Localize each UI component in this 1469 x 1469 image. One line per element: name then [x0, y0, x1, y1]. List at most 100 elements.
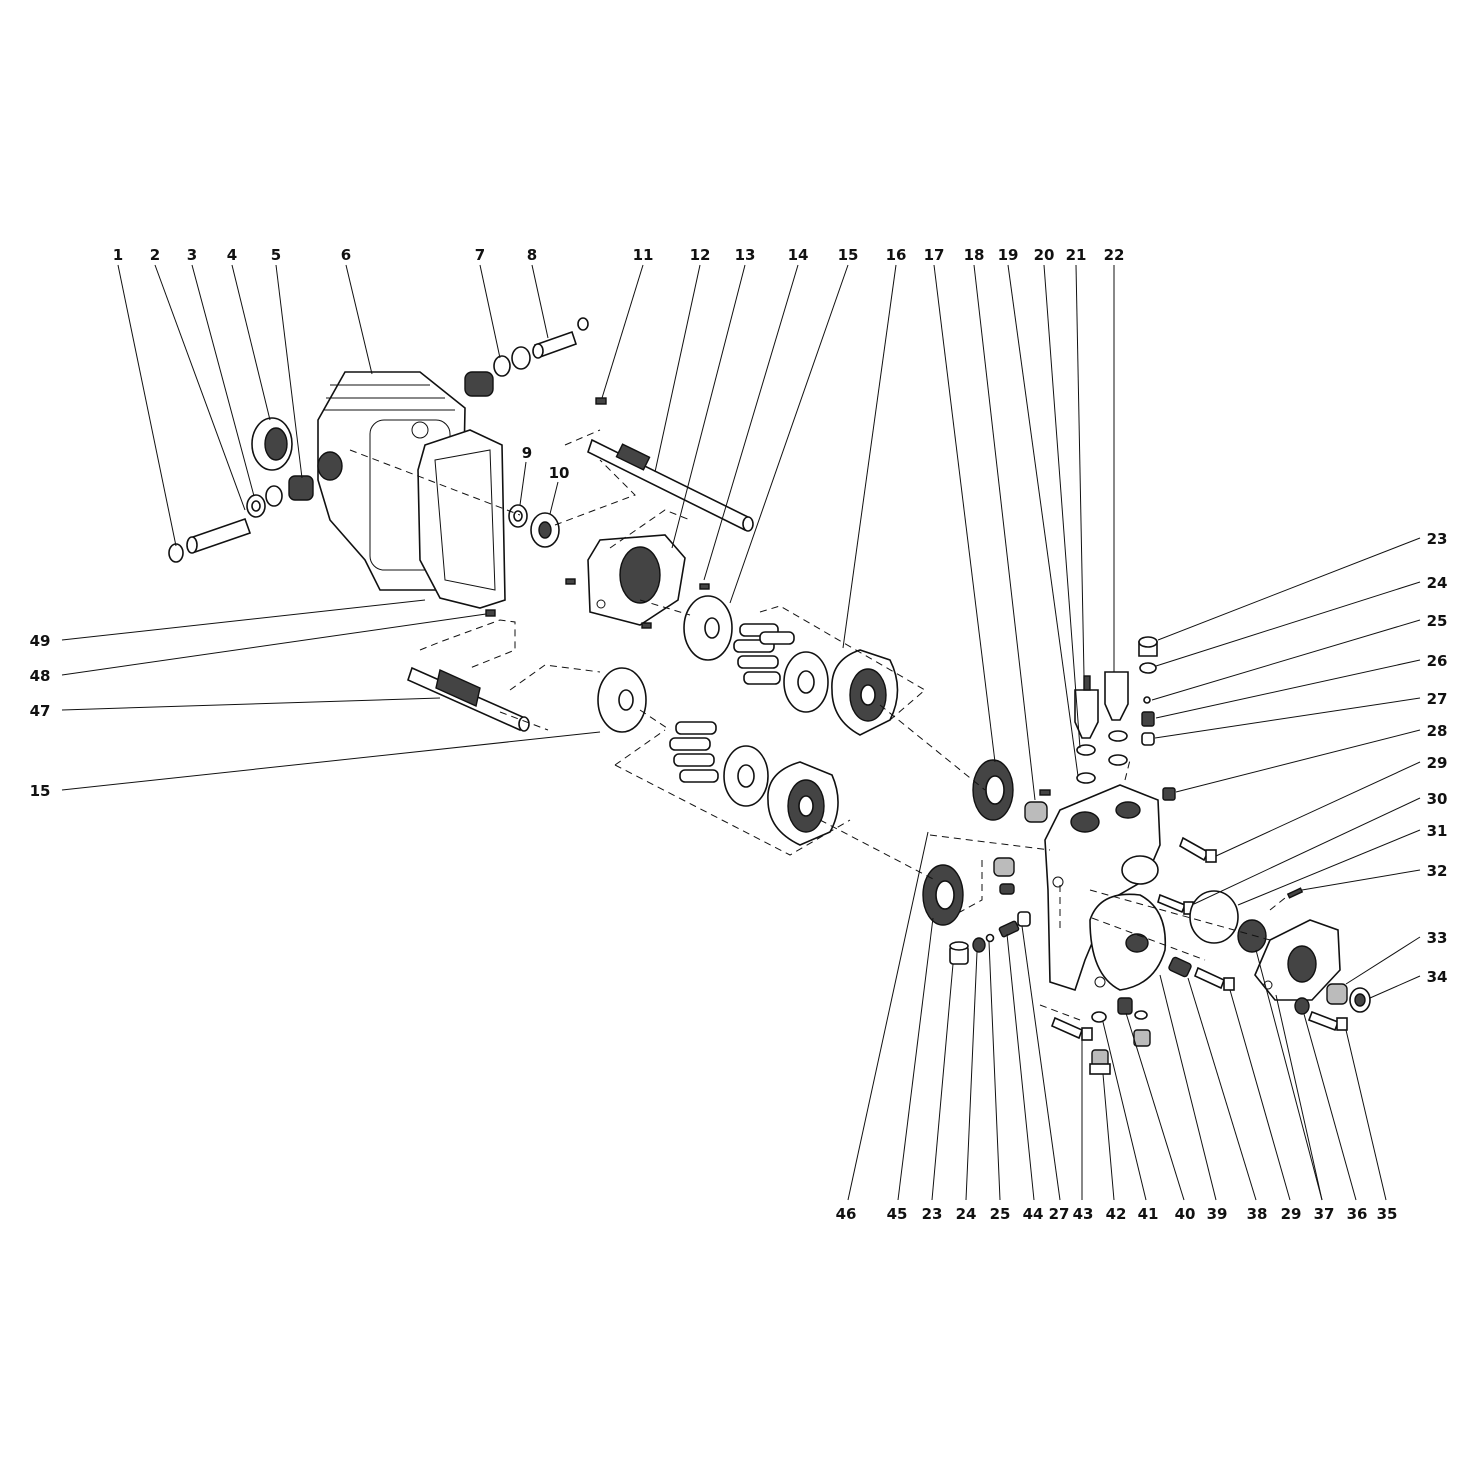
callout-label: 32	[1427, 862, 1448, 880]
callout-label: 30	[1427, 790, 1448, 808]
leader-lines	[61, 264, 1421, 1201]
callout-label: 36	[1347, 1205, 1368, 1223]
part-valve-plate-lower	[922, 864, 964, 926]
part-check-valve	[1074, 675, 1099, 784]
part-bushing-18	[1024, 801, 1048, 823]
callout-label: 39	[1207, 1205, 1228, 1223]
part-charge-housing	[1089, 893, 1167, 991]
callout-label: 9	[522, 444, 532, 462]
part-washer-41	[1091, 1011, 1107, 1023]
part-thrust-washer-lower	[597, 667, 647, 733]
callout-labels: 1 2 3 4 5 6 7 8 11 12 13 14 15 16 17 18 …	[30, 246, 1448, 1223]
part-cylinder-block-lower	[767, 761, 839, 846]
part-plug-23	[1138, 636, 1158, 657]
callout-label: 11	[633, 246, 654, 264]
callout-label: 25	[990, 1205, 1011, 1223]
part-piston-plate-lower	[723, 745, 769, 807]
assembly-lines	[349, 429, 1286, 1021]
callout-label: 21	[1066, 246, 1087, 264]
part-plug-23b	[949, 941, 969, 965]
callout-label: 22	[1104, 246, 1125, 264]
part-key	[595, 397, 607, 405]
part-bushing-top	[464, 346, 531, 397]
part-plug-42	[1089, 1049, 1111, 1075]
part-poppet-27b	[1017, 911, 1031, 927]
callout-label: 46	[836, 1205, 857, 1223]
callout-label: 33	[1427, 929, 1448, 947]
part-washer-24	[1139, 662, 1157, 674]
part-spring-26	[1141, 711, 1155, 727]
callout-label: 43	[1073, 1205, 1094, 1223]
parts-artwork	[168, 317, 1371, 1075]
callout-label: 24	[956, 1205, 977, 1223]
callout-label: 19	[998, 246, 1019, 264]
part-piston-plate	[783, 651, 829, 713]
callout-label: 10	[549, 464, 570, 482]
part-pin-32	[1286, 887, 1304, 899]
callout-label: 29	[1281, 1205, 1302, 1223]
part-bolt-43	[1050, 1016, 1093, 1041]
callout-label: 29	[1427, 754, 1448, 772]
callout-label: 20	[1034, 246, 1055, 264]
callout-label: 18	[964, 246, 985, 264]
part-output-shaft	[407, 666, 530, 732]
part-dowel	[565, 578, 576, 585]
part-bushing-33	[1326, 983, 1348, 1005]
callout-label: 17	[924, 246, 945, 264]
part-o-ring	[1189, 890, 1239, 944]
part-bolt-29	[1179, 836, 1217, 863]
callout-label: 48	[30, 667, 51, 685]
callout-label: 44	[1023, 1205, 1044, 1223]
callout-label: 27	[1049, 1205, 1070, 1223]
part-gerotor	[1237, 919, 1267, 953]
callout-label: 23	[922, 1205, 943, 1223]
part-pin-top-right	[1039, 789, 1051, 796]
part-bushing	[288, 475, 314, 501]
part-check-valve-2	[1104, 671, 1129, 766]
part-ball-25b	[985, 933, 995, 943]
callout-label: 45	[887, 1205, 908, 1223]
part-bolt-39	[1193, 966, 1235, 991]
part-pin-48	[485, 609, 496, 617]
part-bearing-ring	[251, 417, 293, 471]
part-swashplate	[587, 534, 686, 626]
callout-label: 4	[227, 246, 237, 264]
part-seal-34	[1349, 987, 1371, 1013]
part-spring-38	[1168, 956, 1192, 978]
callout-label: 34	[1427, 968, 1448, 986]
part-washer-small	[265, 485, 283, 507]
part-plug-40	[1117, 997, 1133, 1015]
callout-label: 16	[886, 246, 907, 264]
part-spring-lower	[999, 883, 1015, 895]
part-bushing-lower	[993, 857, 1015, 877]
part-fitting-bottom	[1133, 1010, 1151, 1047]
callout-label: 2	[150, 246, 160, 264]
callout-label: 15	[30, 782, 51, 800]
part-washer-9	[508, 504, 528, 528]
callout-label: 6	[341, 246, 351, 264]
callout-label: 15	[838, 246, 859, 264]
callout-label: 47	[30, 702, 51, 720]
callout-label: 5	[271, 246, 281, 264]
part-washer	[246, 494, 266, 518]
callout-label: 49	[30, 632, 51, 650]
part-fitting-28	[1162, 787, 1176, 801]
part-washer-24b	[972, 937, 986, 953]
callout-label: 40	[1175, 1205, 1196, 1223]
part-snap-ring	[168, 543, 184, 563]
part-poppet-27	[1141, 732, 1155, 746]
part-ball-25	[1143, 696, 1151, 704]
callout-label: 35	[1377, 1205, 1398, 1223]
part-thrust-washer	[683, 595, 733, 661]
callout-label: 1	[113, 246, 123, 264]
callout-label: 8	[527, 246, 537, 264]
part-pistons-lower	[669, 721, 719, 783]
callout-label: 42	[1106, 1205, 1127, 1223]
part-ball-bearing	[530, 512, 560, 548]
part-input-shaft	[587, 438, 754, 532]
callout-label: 25	[1427, 612, 1448, 630]
part-washer-36	[1294, 997, 1310, 1015]
part-cylinder-block	[831, 649, 899, 736]
callout-label: 24	[1427, 574, 1448, 592]
